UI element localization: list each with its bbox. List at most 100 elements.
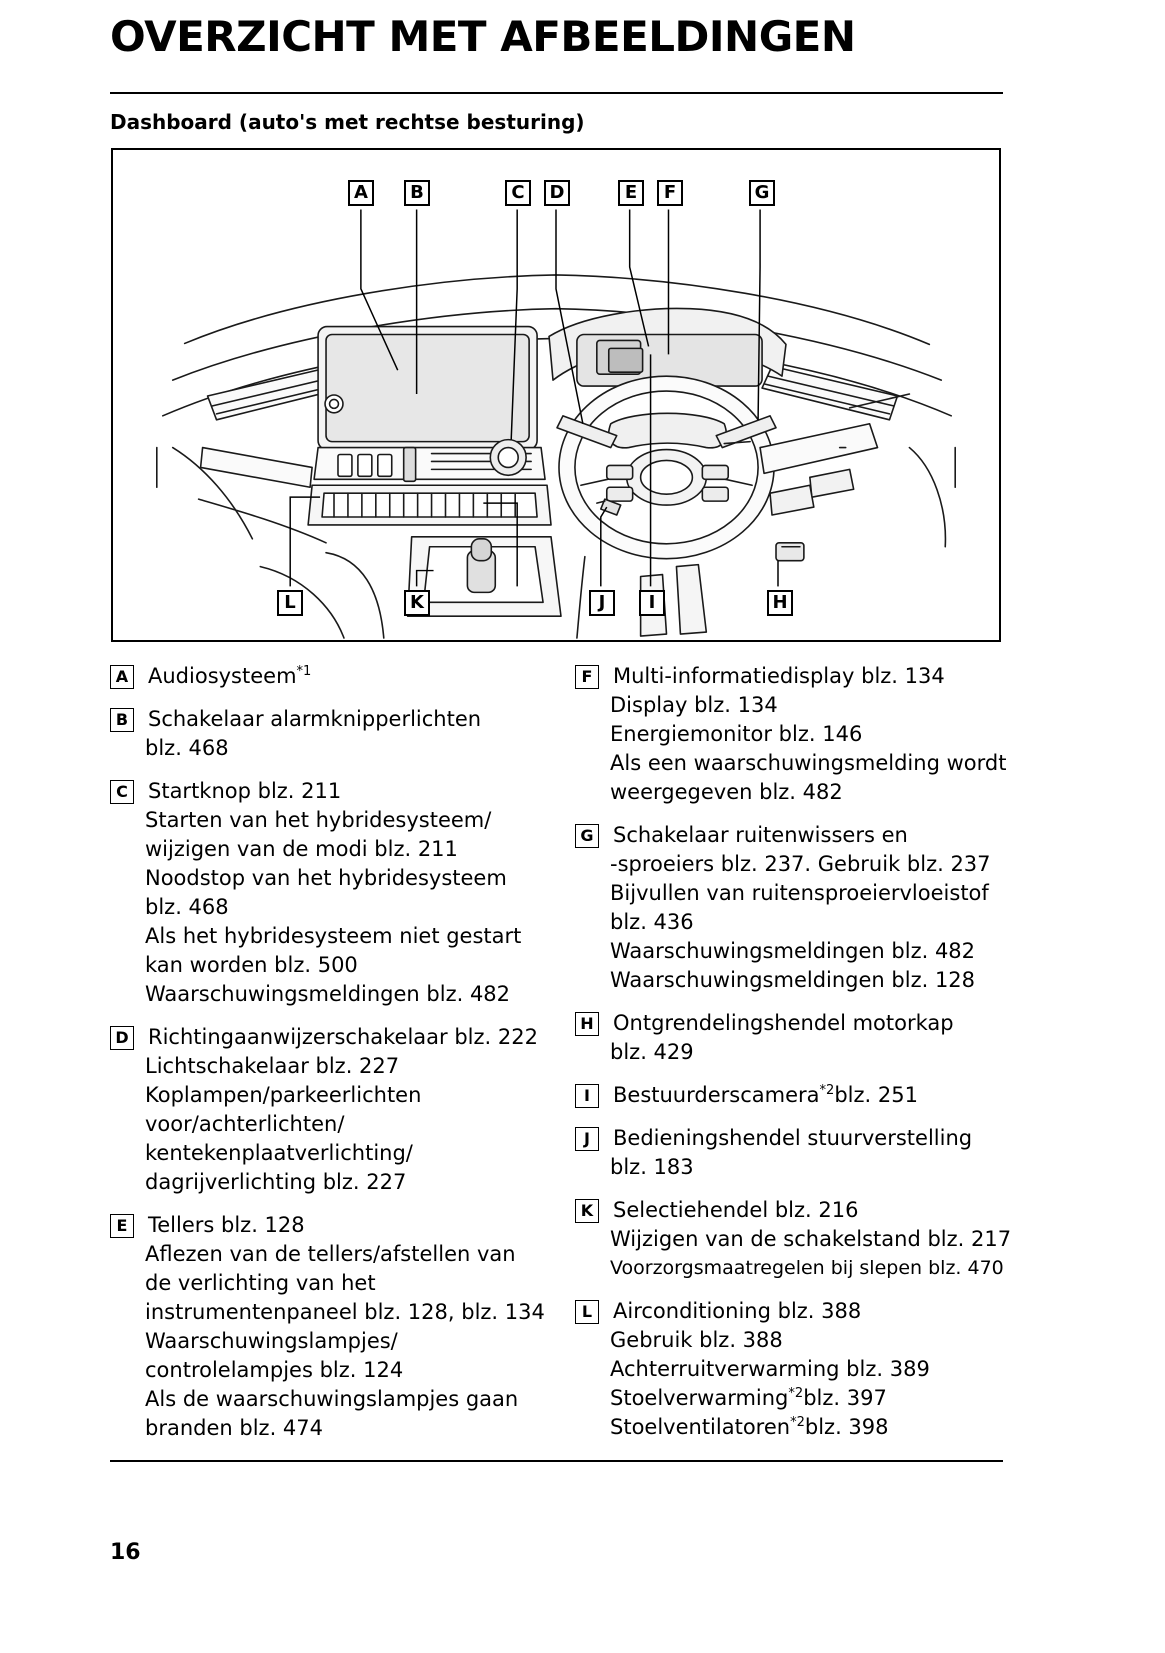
legend-line: Koplampen/parkeerlichten xyxy=(145,1083,422,1107)
legend-line: Waarschuwingsmeldingen blz. 482 xyxy=(610,939,976,963)
legend-line: Gebruik blz. 388 xyxy=(610,1328,783,1352)
page-title: OVERZICHT MET AFBEELDINGEN xyxy=(110,12,856,61)
legend-line: Starten van het hybridesysteem/ xyxy=(145,808,492,832)
figure-callout-e: E xyxy=(618,180,644,206)
legend-tag-f: F xyxy=(575,665,599,689)
legend-line: blz. 436 xyxy=(610,910,694,934)
legend-line: Richtingaanwijzerschakelaar blz. 222 xyxy=(148,1025,538,1049)
legend-line: controlelampjes blz. 124 xyxy=(145,1358,404,1382)
figure-callout-l: L xyxy=(277,590,303,616)
legend-line: Audiosysteem*1 xyxy=(148,664,312,688)
legend-text-b: Schakelaar alarmknipperlichten blz. 468 xyxy=(145,705,530,763)
legend-tag-h: H xyxy=(575,1012,599,1036)
legend-line: Waarschuwingsmeldingen blz. 482 xyxy=(145,982,511,1006)
legend-line: de verlichting van het xyxy=(145,1271,376,1295)
legend-tag-g: G xyxy=(575,824,599,848)
legend-line: Multi-informatiedisplay blz. 134 xyxy=(613,664,945,688)
legend-tag-k: K xyxy=(575,1199,599,1223)
legend-line: Noodstop van het hybridesysteem xyxy=(145,866,507,890)
legend-entry-g: G Schakelaar ruitenwissers en -sproeiers b… xyxy=(575,821,995,995)
legend-line: blz. 468 xyxy=(145,736,229,760)
legend-line: Startknop blz. 211 xyxy=(148,779,342,803)
legend-line: Als een waarschuwingsmelding wordt xyxy=(610,751,1007,775)
legend-text-i: Bestuurderscamera*2blz. 251 xyxy=(610,1081,995,1110)
footnote-marker: *2 xyxy=(790,1415,805,1430)
legend-line: branden blz. 474 xyxy=(145,1416,323,1440)
legend-line: Wijzigen van de schakelstand blz. 217 xyxy=(610,1227,1012,1251)
legend-line: wijzigen van de modi blz. 211 xyxy=(145,837,458,861)
dashboard-illustration-svg xyxy=(156,209,956,639)
header-divider xyxy=(110,92,1003,94)
legend-tag-d: D xyxy=(110,1026,134,1050)
legend-entry-i: I Bestuurderscamera*2blz. 251 xyxy=(575,1081,995,1110)
figure-callout-d: D xyxy=(544,180,570,206)
figure-callout-k: K xyxy=(404,590,430,616)
legend-line: Ontgrendelingshendel motorkap xyxy=(613,1011,954,1035)
legend-tag-e: E xyxy=(110,1214,134,1238)
figure-callout-g: G xyxy=(749,180,775,206)
legend-line: Stoelverwarming*2blz. 397 xyxy=(610,1386,887,1410)
legend-line: Bijvullen van ruitensproeiervloeistof xyxy=(610,881,989,905)
legend-line: Aflezen van de tellers/afstellen van xyxy=(145,1242,516,1266)
legend-line: Waarschuwingslampjes/ xyxy=(145,1329,398,1353)
legend-line: weergegeven blz. 482 xyxy=(610,780,843,804)
legend-line: Display blz. 134 xyxy=(610,693,778,717)
legend-tag-i: I xyxy=(575,1084,599,1108)
legend-line: Lichtschakelaar blz. 227 xyxy=(145,1054,400,1078)
legend-line: Stoelventilatoren*2blz. 398 xyxy=(610,1415,889,1439)
legend-tag-l: L xyxy=(575,1300,599,1324)
legend-line: Bedieningshendel stuurverstelling xyxy=(613,1126,973,1150)
footnote-marker: *2 xyxy=(819,1083,835,1098)
legend-text-a: Audiosysteem*1 xyxy=(145,662,530,691)
legend-line: dagrijverlichting blz. 227 xyxy=(145,1170,407,1194)
figure-callout-h: H xyxy=(767,590,793,616)
legend-tag-a: A xyxy=(110,665,134,689)
legend-tag-b: B xyxy=(110,708,134,732)
figure-callout-j: J xyxy=(589,590,615,616)
legend-line: Waarschuwingsmeldingen blz. 128 xyxy=(610,968,976,992)
figure-callout-f: F xyxy=(657,180,683,206)
legend-line: Bestuurderscamera*2blz. 251 xyxy=(613,1083,918,1107)
legend-line: kentekenplaatverlichting/ xyxy=(145,1141,413,1165)
legend-text-g: Schakelaar ruitenwissers en -sproeiers bl… xyxy=(610,821,995,995)
legend-line: Schakelaar alarmknipperlichten xyxy=(148,707,482,731)
legend-tag-c: C xyxy=(110,780,134,804)
legend-entry-a: A Audiosysteem*1 xyxy=(110,662,530,691)
legend-line: voor/achterlichten/ xyxy=(145,1112,345,1136)
legend-line: instrumentenpaneel blz. 128, blz. 134 xyxy=(145,1300,545,1324)
legend-line: Als de waarschuwingslampjes gaan xyxy=(145,1387,519,1411)
legend-tag-j: J xyxy=(575,1127,599,1151)
footer-divider xyxy=(110,1460,1003,1462)
legend-entry-b: B Schakelaar alarmknipperlichten blz. 468 xyxy=(110,705,530,763)
legend-line: Schakelaar ruitenwissers en xyxy=(613,823,908,847)
section-title: Dashboard (auto's met rechtse besturing) xyxy=(110,110,585,134)
dashboard-figure: A B C D E F G L K J I H xyxy=(111,148,1001,642)
figure-callout-i: I xyxy=(639,590,665,616)
legend-line: -sproeiers blz. 237. Gebruik blz. 237 xyxy=(610,852,991,876)
page-number: 16 xyxy=(110,1540,141,1565)
legend-line: Tellers blz. 128 xyxy=(148,1213,305,1237)
legend-line: Selectiehendel blz. 216 xyxy=(613,1198,859,1222)
legend-line: Als het hybridesysteem niet gestart xyxy=(145,924,522,948)
figure-callout-a: A xyxy=(348,180,374,206)
footnote-marker: *2 xyxy=(788,1386,804,1401)
legend-line: Achterruitverwarming blz. 389 xyxy=(610,1357,930,1381)
legend-line: Voorzorgsmaatregelen bij slepen blz. 470 xyxy=(610,1257,1004,1279)
